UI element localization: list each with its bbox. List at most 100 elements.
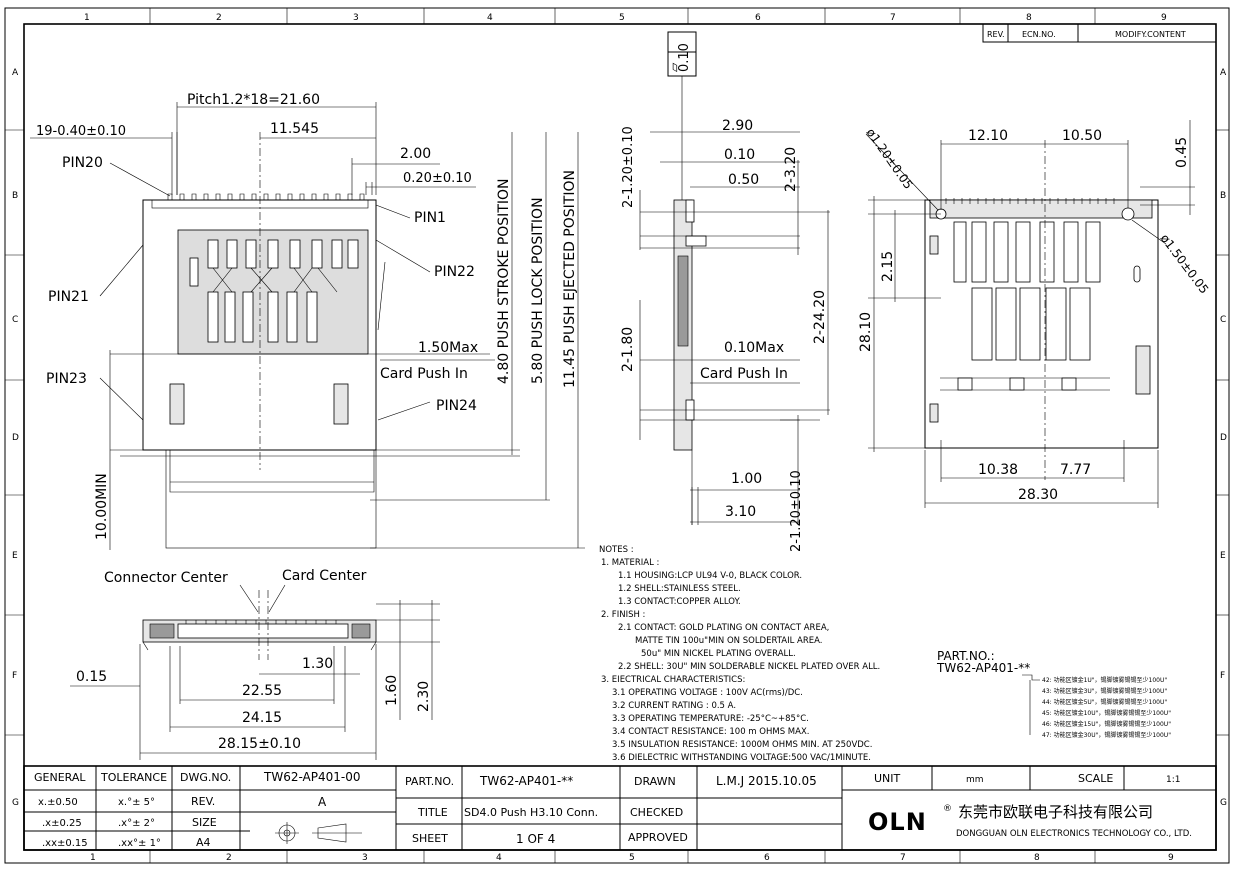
dimension-28-30: 28.30 xyxy=(1018,487,1058,503)
connector-center-label: Connector Center xyxy=(104,570,228,586)
unit-label: UNIT xyxy=(874,772,901,785)
hole-dimension-1-50: ø1.50±0.05 xyxy=(1158,231,1212,296)
title-label: TITLE xyxy=(417,806,448,819)
tol-linear: .x±0.25 xyxy=(42,818,82,829)
col-label: 9 xyxy=(1161,13,1167,23)
part-option: 43: 功能区镀金3U"，锡脚镀雾锡锡至少100U" xyxy=(1042,687,1167,695)
dimension-1-60: 1.60 xyxy=(384,675,400,706)
ecn-header: ECN.NO. xyxy=(1022,30,1056,39)
row-label: A xyxy=(12,68,19,78)
checked-label: CHECKED xyxy=(630,806,683,819)
dimension-0-50: 0.50 xyxy=(728,172,759,188)
notes-line: 3.2 CURRENT RATING : 0.5 A. xyxy=(612,701,736,711)
pin20-label: PIN20 xyxy=(62,155,103,171)
col-label: 2 xyxy=(226,853,232,863)
row-label: C xyxy=(12,315,18,325)
push-stroke-label: 4.80 PUSH STROKE POSITION xyxy=(496,179,512,385)
part-no-value: TW62-AP401-** xyxy=(936,661,1030,675)
registered-mark-icon: ® xyxy=(943,804,952,814)
col-label: 6 xyxy=(764,853,770,863)
title-block: GENERAL TOLERANCE x.±0.50 x.°± 5° .x±0.2… xyxy=(23,765,1217,851)
col-label: 5 xyxy=(619,13,625,23)
scale-value: 1:1 xyxy=(1166,775,1180,785)
col-label: 7 xyxy=(890,13,896,23)
part-option: 42: 功能区镀金1U"，锡脚镀雾锡锡至少100U" xyxy=(1042,676,1167,684)
notes-line: 1.3 CONTACT:COPPER ALLOY. xyxy=(618,597,741,607)
modify-header: MODIFY.CONTENT xyxy=(1115,30,1186,39)
rev-label: REV. xyxy=(191,795,215,808)
rev-value: A xyxy=(318,795,327,809)
pitch-dimension: Pitch1.2*18=21.60 xyxy=(187,92,320,108)
row-label: D xyxy=(1220,433,1227,443)
company-logo: OLN xyxy=(868,808,927,836)
notes-line: MATTE TIN 100u"MIN ON SOLDERTAIL AREA. xyxy=(635,636,823,646)
front-view: Pitch1.2*18=21.60 19-0.40±0.10 11.545 2.… xyxy=(30,92,585,550)
tol-angle: .xx°± 1° xyxy=(118,838,161,849)
pin23-label: PIN23 xyxy=(46,371,87,387)
part-option: 46: 功能区镀金15U"，锡脚镀雾锡锡至少100U" xyxy=(1042,720,1171,728)
dimension-2-00: 2.00 xyxy=(400,146,431,162)
col-label: 2 xyxy=(216,13,222,23)
pin-count-dimension: 19-0.40±0.10 xyxy=(36,124,126,139)
sheet-label: SHEET xyxy=(412,832,448,845)
notes: NOTES : 1. MATERIAL : 1.1 HOUSING:LCP UL… xyxy=(599,545,880,763)
notes-line: 2.2 SHELL: 30U" MIN SOLDERABLE NICKEL PL… xyxy=(618,662,880,672)
part-option: 45: 功能区镀金10U"，锡脚镀雾锡锡至少100U" xyxy=(1042,709,1171,717)
hole-dimension-1-20: ø1.20±0.05 xyxy=(864,126,916,192)
tol-angle: .x°± 2° xyxy=(118,818,155,829)
grid-columns-top: 1 2 3 4 5 6 7 8 9 xyxy=(84,8,1167,24)
max-dimension-side: 0.10Max xyxy=(724,340,784,356)
push-lock-label: 5.80 PUSH LOCK POSITION xyxy=(530,197,546,384)
part-no-label-block: PART.NO. xyxy=(405,775,454,788)
tol-linear: x.±0.50 xyxy=(38,797,78,808)
title-value: SD4.0 Push H3.10 Conn. xyxy=(464,806,598,819)
side-view: ⏥ 0.10 2-1.20±0.10 2.90 0.10 0.50 xyxy=(620,31,830,552)
center-offset-dimension: 11.545 xyxy=(270,121,319,137)
notes-line: 3.6 DIELECTRIC WITHSTANDING VOLTAGE:500 … xyxy=(612,753,871,763)
col-label: 3 xyxy=(353,13,359,23)
dimension-1-80: 2-1.80 xyxy=(620,327,636,372)
scale-label: SCALE xyxy=(1078,772,1113,785)
col-label: 6 xyxy=(755,13,761,23)
sheet-value: 1 OF 4 xyxy=(516,832,555,846)
part-no-block: TW62-AP401-** xyxy=(479,774,573,788)
part-option: 44: 功能区镀金5U"，锡脚镀雾锡锡至少100U" xyxy=(1042,698,1167,706)
dimension-1-20-top: 2-1.20±0.10 xyxy=(621,126,636,208)
part-number-options: PART.NO.: TW62-AP401-** 42: 功能区镀金1U"，锡脚镀… xyxy=(936,649,1171,739)
grid-rows: A B C D E F G A B C D E F G xyxy=(5,68,1229,808)
flatness-value: 0.10 xyxy=(677,43,692,72)
tolerance-header: TOLERANCE xyxy=(100,771,167,784)
col-label: 1 xyxy=(84,13,90,23)
row-label: E xyxy=(1220,551,1226,561)
part-option: 47: 功能区镀金30U"，锡脚镀雾锡锡至少100U" xyxy=(1042,731,1171,739)
dimension-7-77: 7.77 xyxy=(1060,462,1091,478)
unit-value: mm xyxy=(966,775,984,785)
row-label: A xyxy=(1220,68,1227,78)
pin1-label: PIN1 xyxy=(414,210,446,226)
row-label: D xyxy=(12,433,19,443)
dimension-3-20: 2-3.20 xyxy=(783,147,799,192)
row-label: B xyxy=(12,191,18,201)
bottom-view: Connector Center Card Center 0.15 1.30 2… xyxy=(70,568,440,760)
col-label: 8 xyxy=(1026,13,1032,23)
part-no-label: PART.NO.: xyxy=(937,649,995,663)
dimension-2-90: 2.90 xyxy=(722,118,753,134)
col-label: 1 xyxy=(90,853,96,863)
notes-line: 1. MATERIAL : xyxy=(601,558,659,568)
drawn-label: DRAWN xyxy=(634,775,676,788)
min-dimension: 10.00MIN xyxy=(94,473,110,540)
dimension-1-20-bottom: 2-1.20±0.10 xyxy=(789,470,804,552)
dimension-3-10: 3.10 xyxy=(725,504,756,520)
notes-line: 50u" MIN NICKEL PLATING OVERALL. xyxy=(641,649,796,659)
pin24-label: PIN24 xyxy=(436,398,477,414)
notes-line: 3.4 CONTACT RESISTANCE: 100 m OHMS MAX. xyxy=(612,727,809,737)
dimension-2-30: 2.30 xyxy=(416,681,432,712)
size-label: SIZE xyxy=(192,816,217,829)
notes-line: 3.1 OPERATING VOLTAGE : 100V AC(rms)/DC. xyxy=(612,688,803,698)
col-label: 4 xyxy=(496,853,502,863)
dimension-0-20: 0.20±0.10 xyxy=(403,171,472,186)
row-label: C xyxy=(1220,315,1226,325)
projection-symbol-icon xyxy=(275,822,362,844)
company-name-cn: 东莞市欧联电子科技有限公司 xyxy=(958,803,1153,821)
